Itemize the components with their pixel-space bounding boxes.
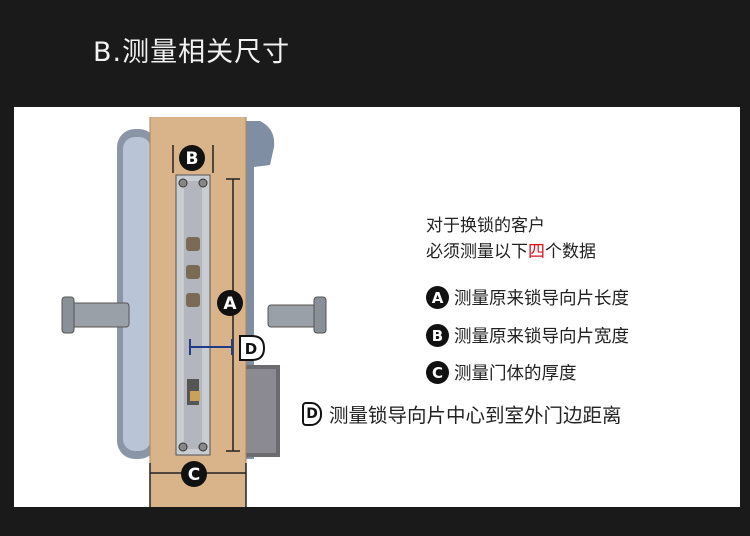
intro-line-2-after: 个数据 — [545, 242, 596, 262]
label-a-marker: A — [217, 290, 243, 316]
lock-measurement-illustration: B A C D — [61, 117, 327, 507]
step-a-badge: A — [426, 286, 449, 309]
svg-text:A: A — [223, 294, 237, 314]
label-c-marker: C — [181, 461, 207, 487]
svg-text:C: C — [188, 465, 200, 485]
step-d: D 测量锁导向片中心到室外门边距离 — [302, 399, 622, 428]
intro-line-1: 对于换锁的客户 — [426, 216, 545, 236]
intro-highlight: 四 — [528, 242, 545, 262]
step-a-text: 测量原来锁导向片长度 — [454, 289, 629, 309]
page-title: B.测量相关尺寸 — [93, 37, 291, 68]
measurement-info: 对于换锁的客户 必须测量以下四个数据 A 测量原来锁导向片长度 B 测量原来锁导… — [14, 107, 740, 507]
step-d-badge: D — [302, 401, 322, 426]
intro-line-2: 必须测量以下四个数据 — [426, 239, 596, 265]
step-a: A 测量原来锁导向片长度 — [426, 285, 629, 310]
content-panel: B A C D 对于换锁的客户 必须测量以下四个数据 A 测量原来锁导向片长度 … — [14, 107, 740, 507]
step-c: C 测量门体的厚度 — [426, 360, 577, 385]
step-b-text: 测量原来锁导向片宽度 — [454, 327, 629, 347]
label-b-marker: B — [179, 145, 205, 171]
step-c-text: 测量门体的厚度 — [454, 364, 577, 384]
svg-text:D: D — [245, 340, 257, 358]
intro-text: 对于换锁的客户 必须测量以下四个数据 — [426, 213, 596, 265]
step-c-badge: C — [426, 361, 449, 384]
label-d-marker: D — [239, 335, 266, 361]
intro-line-2-before: 必须测量以下 — [426, 242, 528, 262]
svg-text:B: B — [186, 149, 199, 169]
step-b: B 测量原来锁导向片宽度 — [426, 323, 629, 348]
step-d-text: 测量锁导向片中心到室外门边距离 — [329, 404, 622, 427]
step-b-badge: B — [426, 324, 449, 347]
